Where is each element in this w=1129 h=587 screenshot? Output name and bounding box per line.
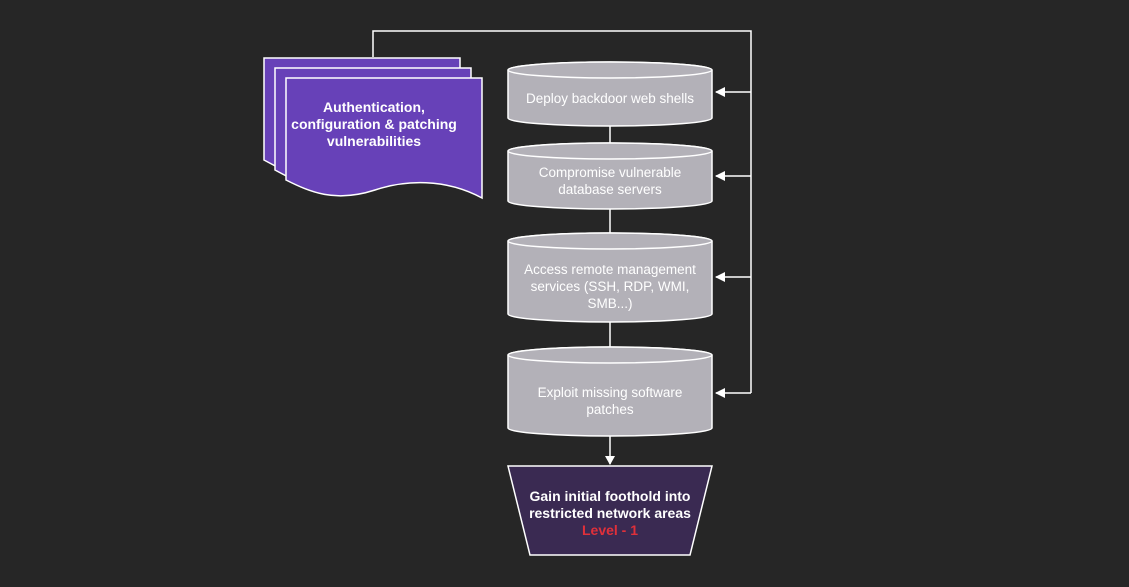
- step-label-2: Compromise vulnerable database servers: [538, 165, 682, 197]
- step-cylinders: [507, 61, 713, 437]
- step-label-1: Deploy backdoor web shells: [525, 90, 695, 106]
- goal-level: Level - 1: [581, 521, 639, 538]
- arrow-to-goal-head: [605, 456, 615, 465]
- cylinder-top: [507, 232, 713, 250]
- step-cylinder-3: [507, 232, 713, 323]
- cylinder-top: [507, 346, 713, 364]
- step-cylinder-1: [507, 61, 713, 127]
- document-front: [285, 77, 483, 200]
- step-cylinder-2: [507, 142, 713, 210]
- step-cylinder-4: [507, 346, 713, 437]
- document-stack: [263, 57, 483, 200]
- step-label-4: Exploit missing software patches: [537, 385, 683, 417]
- goal-shape: [507, 465, 713, 556]
- cylinder-top: [507, 61, 713, 79]
- goal-box: Gain initial foothold into restricted ne…: [515, 482, 705, 544]
- feedback-rail: [372, 30, 752, 393]
- cylinder-top: [507, 142, 713, 160]
- goal-title: Gain initial foothold into restricted ne…: [529, 487, 691, 521]
- document-label: Authentication, configuration & patching…: [291, 98, 457, 149]
- step-label-3: Access remote management services (SSH, …: [524, 261, 696, 311]
